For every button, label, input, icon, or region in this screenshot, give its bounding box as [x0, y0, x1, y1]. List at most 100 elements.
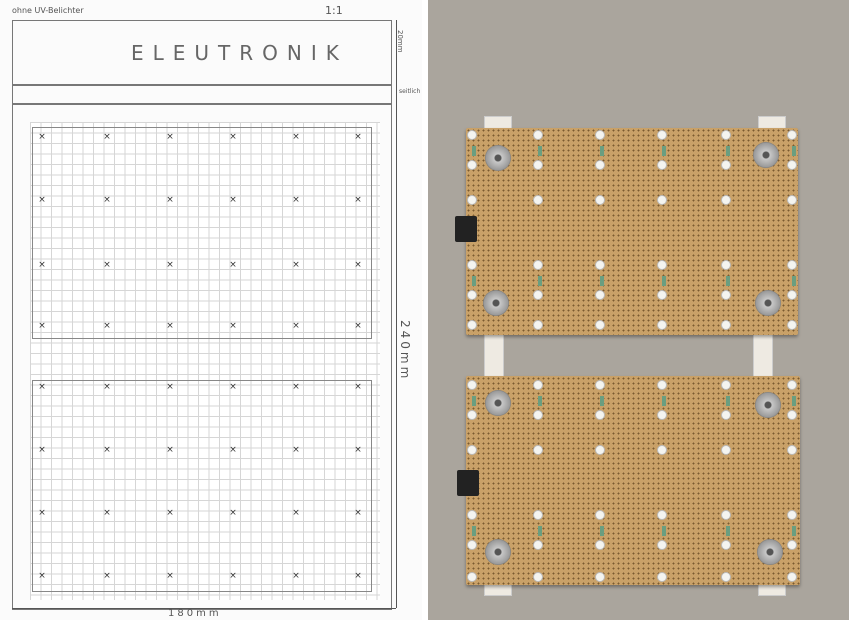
led-icon [595, 260, 605, 270]
led-icon [721, 290, 731, 300]
led-icon [787, 410, 797, 420]
resistor-icon [792, 146, 796, 156]
led-icon [721, 510, 731, 520]
led-icon [721, 380, 731, 390]
dim-strip-label: seitlich [399, 88, 421, 95]
screw-icon [757, 539, 783, 565]
led-icon [595, 445, 605, 455]
x-mark: × [354, 321, 362, 331]
resistor-icon [538, 526, 542, 536]
x-mark: × [166, 321, 174, 331]
led-icon [787, 130, 797, 140]
led-icon [657, 320, 667, 330]
led-icon [533, 380, 543, 390]
led-icon [721, 160, 731, 170]
x-mark: × [38, 321, 46, 331]
led-icon [467, 130, 477, 140]
led-icon [657, 130, 667, 140]
led-icon [467, 572, 477, 582]
led-icon [721, 410, 731, 420]
panel-top [32, 127, 372, 339]
panel-bottom [32, 380, 372, 592]
x-mark: × [166, 508, 174, 518]
x-mark: × [38, 260, 46, 270]
led-icon [533, 445, 543, 455]
x-mark: × [166, 132, 174, 142]
led-icon [467, 445, 477, 455]
led-icon [595, 572, 605, 582]
x-mark: × [38, 195, 46, 205]
led-icon [657, 445, 667, 455]
terminal-block [457, 470, 479, 496]
led-icon [787, 572, 797, 582]
resistor-icon [600, 526, 604, 536]
screw-icon [753, 142, 779, 168]
screw-icon [485, 539, 511, 565]
resistor-icon [792, 396, 796, 406]
x-mark: × [103, 382, 111, 392]
x-mark: × [166, 260, 174, 270]
led-icon [467, 380, 477, 390]
sketch-note: ohne UV-Belichter [12, 6, 84, 15]
led-icon [533, 290, 543, 300]
led-icon [787, 445, 797, 455]
x-mark: × [292, 508, 300, 518]
resistor-icon [472, 396, 476, 406]
led-icon [657, 195, 667, 205]
x-mark: × [292, 571, 300, 581]
screw-icon [485, 390, 511, 416]
led-icon [787, 160, 797, 170]
led-icon [533, 572, 543, 582]
x-mark: × [166, 445, 174, 455]
resistor-icon [472, 276, 476, 286]
x-mark: × [38, 382, 46, 392]
resistor-icon [726, 526, 730, 536]
x-mark: × [354, 260, 362, 270]
x-mark: × [292, 260, 300, 270]
x-mark: × [354, 132, 362, 142]
led-icon [787, 290, 797, 300]
resistor-icon [726, 396, 730, 406]
x-mark: × [354, 571, 362, 581]
led-icon [721, 445, 731, 455]
led-icon [787, 195, 797, 205]
x-mark: × [229, 571, 237, 581]
led-icon [721, 260, 731, 270]
led-icon [595, 380, 605, 390]
resistor-icon [792, 526, 796, 536]
led-icon [657, 410, 667, 420]
perfboard-top [466, 128, 798, 335]
screw-icon [755, 392, 781, 418]
resistor-icon [662, 146, 666, 156]
led-icon [657, 290, 667, 300]
x-mark: × [103, 508, 111, 518]
led-icon [595, 290, 605, 300]
led-icon [595, 130, 605, 140]
terminal-block [455, 216, 477, 242]
grid-paper [30, 122, 380, 600]
led-icon [657, 572, 667, 582]
resistor-icon [538, 276, 542, 286]
led-icon [721, 130, 731, 140]
x-mark: × [229, 260, 237, 270]
x-mark: × [292, 321, 300, 331]
mount-clip [484, 334, 504, 378]
led-icon [533, 260, 543, 270]
led-icon [467, 320, 477, 330]
x-mark: × [229, 382, 237, 392]
led-icon [467, 510, 477, 520]
screw-icon [483, 290, 509, 316]
header-box: ELEUTRONIK [12, 20, 392, 86]
led-icon [467, 260, 477, 270]
led-icon [595, 540, 605, 550]
x-mark: × [166, 571, 174, 581]
x-mark: × [103, 132, 111, 142]
led-icon [595, 320, 605, 330]
dimension-line-horizontal [12, 608, 396, 609]
x-mark: × [103, 321, 111, 331]
resistor-icon [726, 146, 730, 156]
x-mark: × [38, 571, 46, 581]
scale-label: 1:1 [325, 4, 343, 17]
led-icon [721, 572, 731, 582]
led-icon [533, 195, 543, 205]
